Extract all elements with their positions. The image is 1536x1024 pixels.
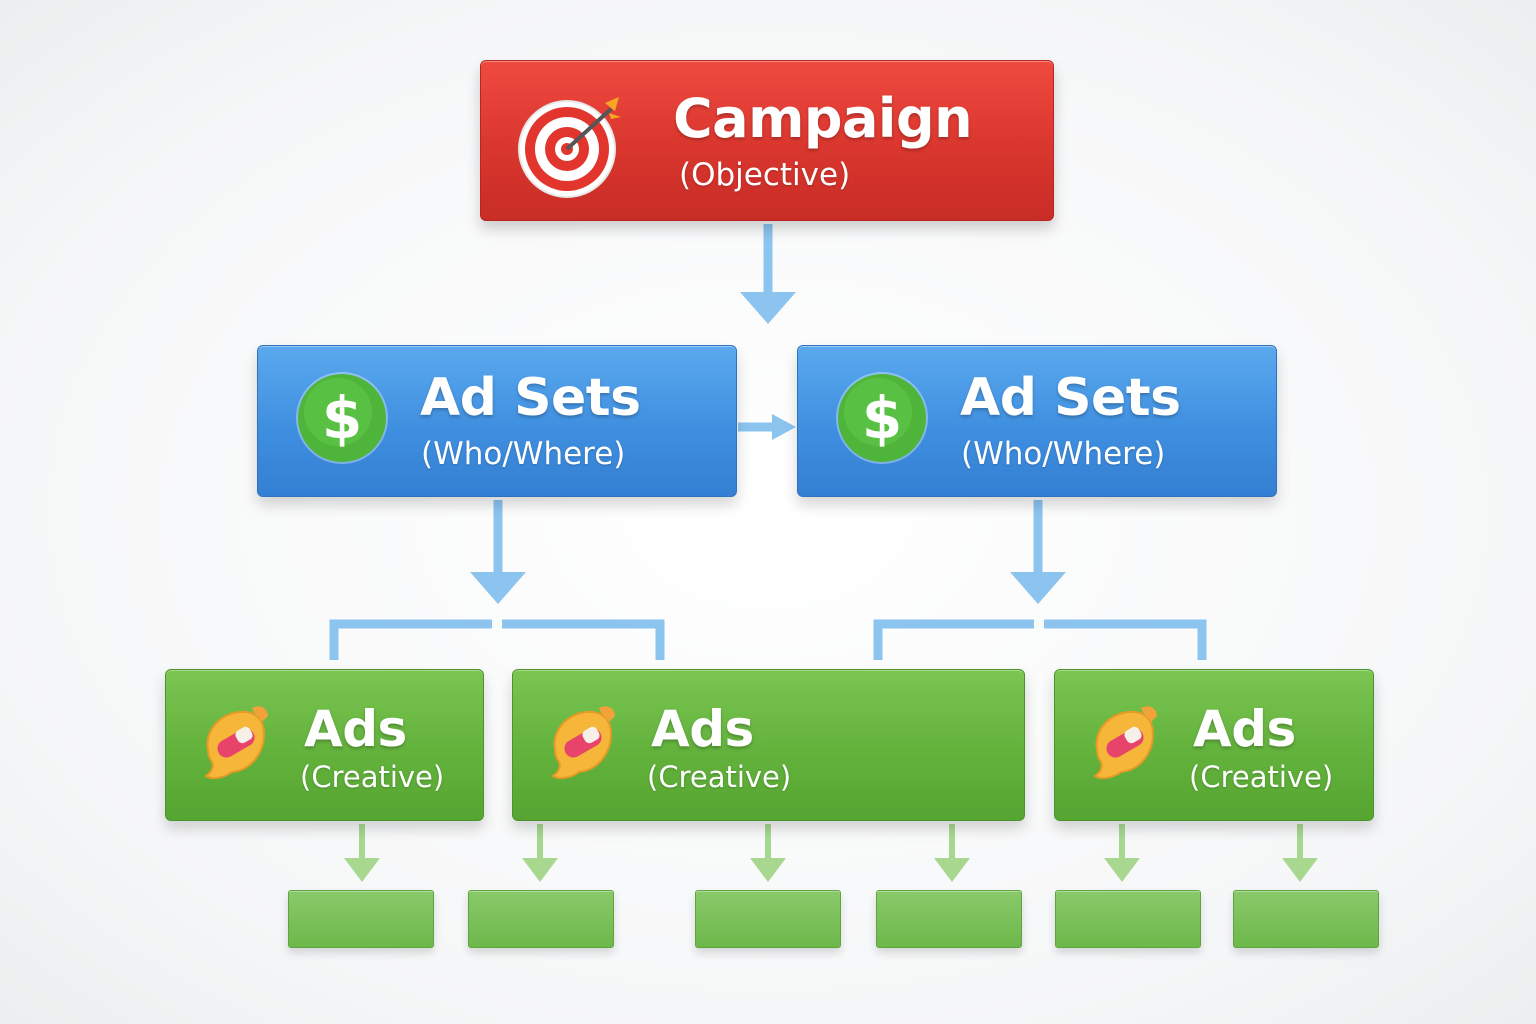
ad-leaf-1 <box>288 890 434 948</box>
arrowhead-adset-link <box>772 414 796 440</box>
arrowhead-leaf-3 <box>750 858 786 882</box>
ad-leaf-3 <box>695 890 841 948</box>
arrowhead-leaf-6 <box>1282 858 1318 882</box>
dollar-icon: $ <box>834 370 930 466</box>
ad-set-subtitle: (Who/Where) <box>961 436 1166 472</box>
arrowhead-adset2 <box>1010 572 1066 604</box>
bracket-adset2-right <box>1044 619 1207 660</box>
creative-icon <box>541 700 631 790</box>
campaign-subtitle: (Objective) <box>679 157 851 193</box>
ad-title: Ads <box>1193 700 1296 758</box>
ad-set-subtitle: (Who/Where) <box>421 436 626 472</box>
ad-subtitle: (Creative) <box>300 760 445 794</box>
ad-leaf-2 <box>468 890 614 948</box>
ad-title: Ads <box>304 700 407 758</box>
campaign-box: Campaign (Objective) <box>480 60 1054 221</box>
svg-text:$: $ <box>862 384 902 452</box>
arrowhead-campaign <box>740 292 796 324</box>
ad-leaf-6 <box>1233 890 1379 948</box>
ad-set-box-2: $ Ad Sets (Who/Where) <box>797 345 1277 497</box>
ad-leaf-4 <box>876 890 1022 948</box>
ad-set-title: Ad Sets <box>420 368 641 428</box>
ad-leaf-5 <box>1055 890 1201 948</box>
ad-set-title: Ad Sets <box>960 368 1181 428</box>
target-icon <box>515 89 627 201</box>
ad-subtitle: (Creative) <box>647 760 792 794</box>
bracket-adset2-left <box>873 619 1034 660</box>
ad-set-box-1: $ Ad Sets (Who/Where) <box>257 345 737 497</box>
bracket-adset1-left <box>329 619 492 660</box>
ad-title: Ads <box>651 700 754 758</box>
creative-icon <box>1083 700 1173 790</box>
campaign-title: Campaign <box>673 87 973 150</box>
arrowhead-leaf-5 <box>1104 858 1140 882</box>
arrowhead-leaf-1 <box>344 858 380 882</box>
arrowhead-leaf-2 <box>522 858 558 882</box>
arrowhead-adset1 <box>470 572 526 604</box>
ad-box-3: Ads (Creative) <box>1054 669 1374 821</box>
bracket-adset1-right <box>502 619 665 660</box>
arrowhead-leaf-4 <box>934 858 970 882</box>
ad-box-1: Ads (Creative) <box>165 669 484 821</box>
svg-text:$: $ <box>322 384 362 452</box>
dollar-icon: $ <box>294 370 390 466</box>
creative-icon <box>194 700 284 790</box>
ad-subtitle: (Creative) <box>1189 760 1334 794</box>
ad-box-2: Ads (Creative) <box>512 669 1025 821</box>
